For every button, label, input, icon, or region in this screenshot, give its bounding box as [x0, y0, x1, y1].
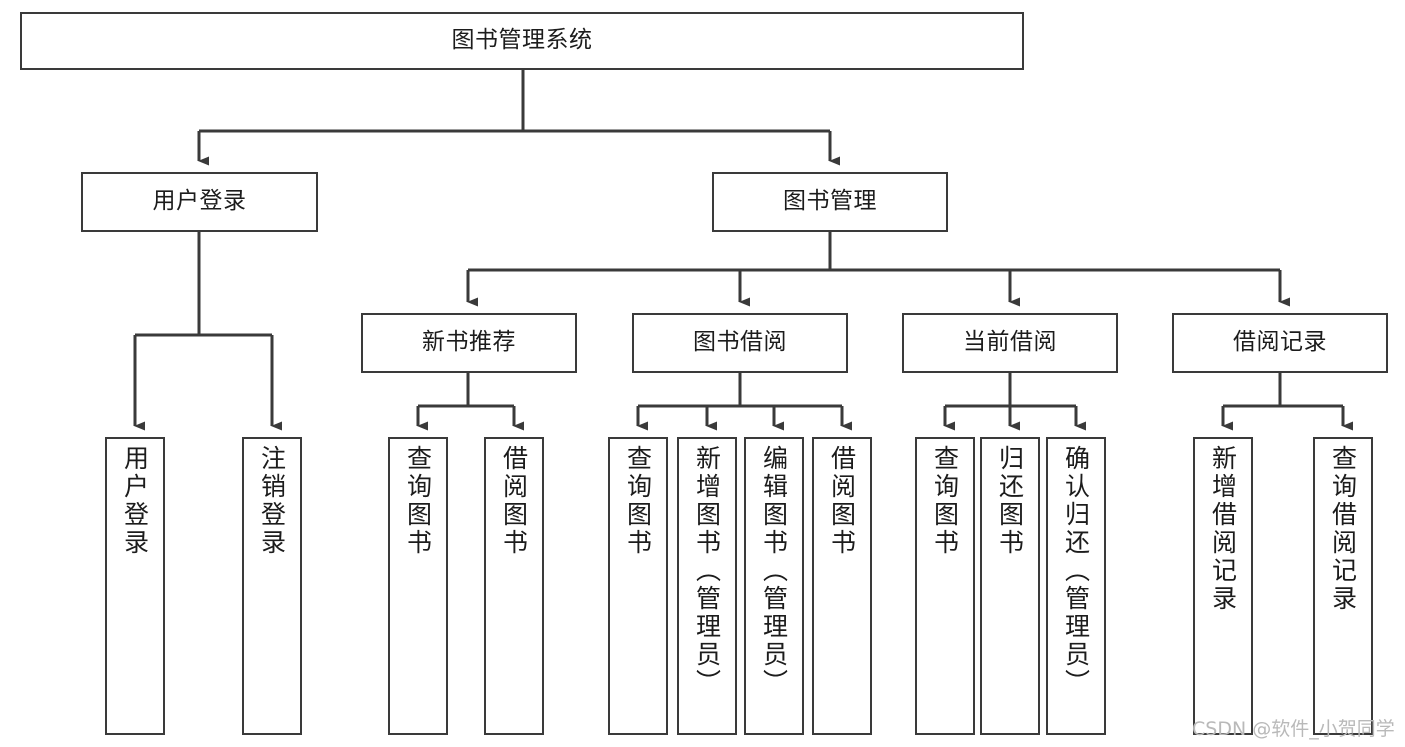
leaf-book-borrow-query-label: 查询图书	[623, 445, 653, 557]
leaf-book-borrow-edit-label: 编辑图书（管理员）	[759, 445, 789, 697]
node-root-label: 图书管理系统	[451, 27, 593, 54]
leaf-book-borrow-add-label: 新增图书（管理员）	[692, 445, 722, 697]
leaf-user-login-signin[interactable]: 用户登录	[105, 437, 165, 735]
leaf-user-login-signout[interactable]: 注销登录	[242, 437, 302, 735]
node-current-borrow-label: 当前借阅	[963, 329, 1057, 356]
node-book-management[interactable]: 图书管理	[712, 172, 948, 232]
node-borrow-record[interactable]: 借阅记录	[1172, 313, 1388, 373]
leaf-book-borrow-query[interactable]: 查询图书	[608, 437, 668, 735]
leaf-new-book-query[interactable]: 查询图书	[388, 437, 448, 735]
leaf-current-borrow-confirm[interactable]: 确认归还（管理员）	[1046, 437, 1106, 735]
leaf-book-borrow-lend[interactable]: 借阅图书	[812, 437, 872, 735]
leaf-book-borrow-edit[interactable]: 编辑图书（管理员）	[744, 437, 804, 735]
leaf-current-borrow-return-label: 归还图书	[995, 445, 1025, 557]
leaf-new-book-borrow[interactable]: 借阅图书	[484, 437, 544, 735]
node-new-book-recommend[interactable]: 新书推荐	[361, 313, 577, 373]
leaf-current-borrow-query[interactable]: 查询图书	[915, 437, 975, 735]
node-book-borrow-label: 图书借阅	[693, 329, 787, 356]
leaf-borrow-record-query[interactable]: 查询借阅记录	[1313, 437, 1373, 735]
leaf-current-borrow-confirm-label: 确认归还（管理员）	[1061, 445, 1091, 697]
leaf-book-borrow-add[interactable]: 新增图书（管理员）	[677, 437, 737, 735]
leaf-current-borrow-query-label: 查询图书	[930, 445, 960, 557]
leaf-new-book-borrow-label: 借阅图书	[499, 445, 529, 557]
leaf-borrow-record-query-label: 查询借阅记录	[1328, 445, 1358, 613]
node-user-login-label: 用户登录	[152, 188, 247, 215]
leaf-new-book-query-label: 查询图书	[403, 445, 433, 557]
leaf-user-login-signin-label: 用户登录	[120, 445, 150, 557]
leaf-borrow-record-add[interactable]: 新增借阅记录	[1193, 437, 1253, 735]
leaf-borrow-record-add-label: 新增借阅记录	[1208, 445, 1238, 613]
leaf-current-borrow-return[interactable]: 归还图书	[980, 437, 1040, 735]
node-book-management-label: 图书管理	[783, 188, 877, 215]
leaf-book-borrow-lend-label: 借阅图书	[827, 445, 857, 557]
node-borrow-record-label: 借阅记录	[1233, 329, 1327, 356]
node-user-login[interactable]: 用户登录	[81, 172, 318, 232]
node-book-borrow[interactable]: 图书借阅	[632, 313, 848, 373]
node-new-book-recommend-label: 新书推荐	[422, 329, 516, 356]
node-root[interactable]: 图书管理系统	[20, 12, 1024, 70]
node-current-borrow[interactable]: 当前借阅	[902, 313, 1118, 373]
leaf-user-login-signout-label: 注销登录	[257, 445, 287, 557]
